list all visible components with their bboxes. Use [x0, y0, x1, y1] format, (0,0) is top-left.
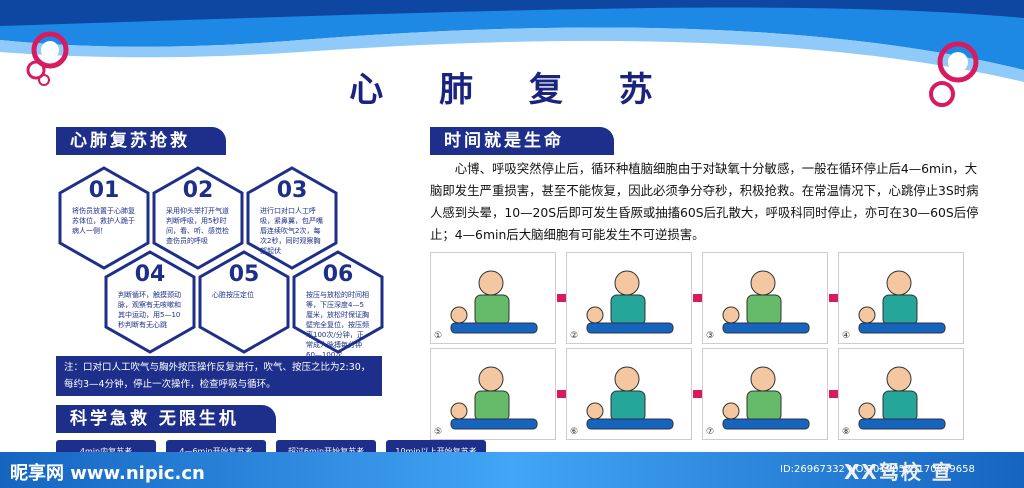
panel-step-number: ⑦: [706, 427, 715, 437]
step-hexagon-2: 02 采用仰头举打开气道判断呼吸，用5秒时间，看、听、感觉检查伤员的呼吸: [152, 166, 244, 270]
step-text: 判断循环，触摸颈动脉，观察有无咳嗽和其中运动，用5—10秒判断有无心跳: [118, 291, 181, 329]
panel-step-number: ④: [842, 331, 851, 341]
figure-drawing: [722, 366, 810, 430]
step-number: 05: [228, 262, 260, 287]
stat-line1: 10min以上开始复苏者: [386, 445, 486, 458]
step-number: 04: [134, 262, 166, 287]
panel-step-number: ③: [706, 331, 715, 341]
step-hexagon-3: 03 进行口对口人工呼吸，紧鼻翼，包严嘴唇连续吹气2次，每次2秒，同时观察胸部起伏: [246, 166, 338, 270]
step-hexagon-5: 05 心脏按压定位: [198, 250, 290, 354]
cpr-illustration-panel-8: ⑧: [838, 348, 964, 440]
step-text: 采用仰头举打开气道判断呼吸，用5秒时间，看、听、感觉检查伤员的呼吸: [166, 207, 229, 245]
cpr-illustration-panel-2: ②: [566, 252, 692, 344]
step-number: 01: [88, 178, 120, 203]
figure-drawing: [722, 270, 810, 334]
stat-line1: 4min内复苏者: [56, 445, 156, 458]
step-text: 按压与放松的时间相等，下压深度4—5厘米，放松时保证胸壁完全复位，按压频率100…: [306, 291, 369, 359]
panel-step-number: ①: [434, 331, 443, 341]
step-number: 03: [276, 178, 308, 203]
panel-step-number: ⑧: [842, 427, 851, 437]
step-number: 06: [322, 262, 354, 287]
figure-drawing: [450, 270, 538, 334]
figure-drawing: [586, 270, 674, 334]
section-heading-cpr-rescue: 心肺复苏抢救: [56, 127, 226, 155]
figure-drawing: [586, 366, 674, 430]
panel-step-number: ②: [570, 331, 579, 341]
step-text: 进行口对口人工呼吸，紧鼻翼，包严嘴唇连续吹气2次，每次2秒，同时观察胸部起伏: [260, 207, 323, 255]
step-text: 心脏按压定位: [212, 291, 254, 299]
bubble-decoration-left: [26, 31, 69, 86]
section-heading-time-is-life: 时间就是生命: [430, 127, 614, 155]
cpr-illustration-panel-1: ①: [430, 252, 556, 344]
cpr-illustration-panel-6: ⑥: [566, 348, 692, 440]
step-hexagon-1: 01 将伤员放置于心肺复苏体位，救护人跪于病人一侧！: [58, 166, 150, 270]
stat-line1: 4—6min开始复苏者: [166, 445, 266, 458]
panel-step-number: ⑤: [434, 427, 443, 437]
watermark-left: 昵享网 www.nipic.cn: [10, 463, 205, 484]
step-text: 将伤员放置于心肺复苏体位，救护人跪于病人一侧！: [72, 207, 135, 235]
step-hexagon-4: 04 判断循环，触摸颈动脉，观察有无咳嗽和其中运动，用5—10秒判断有无心跳: [104, 250, 196, 354]
cpr-illustration-panel-3: ③: [702, 252, 828, 344]
page-title: 心 肺 复 苏: [349, 70, 675, 110]
operation-note: 注：口对口人工吹气与胸外按压操作反复进行，吹气、按压之比为2:30，每约3—4分…: [56, 356, 382, 396]
time-is-life-paragraph: 心博、呼吸突然停止后，循环种植脑细胞由于对缺氧十分敏感，一般在循环停止后4—6m…: [430, 161, 979, 242]
step-number: 02: [182, 178, 214, 203]
watermark-right: ID:26967332 NO:20190525170049658: [780, 464, 975, 475]
figure-drawing: [450, 366, 538, 430]
stat-line1: 超过6min开始复苏者: [276, 445, 376, 458]
header-wave-decoration: [0, 0, 1024, 82]
panel-step-number: ⑥: [570, 427, 579, 437]
figure-drawing: [858, 366, 946, 430]
step-hexagon-6: 06 按压与放松的时间相等，下压深度4—5厘米，放松时保证胸壁完全复位，按压频率1…: [292, 250, 384, 359]
footer-band: [0, 452, 1024, 488]
cpr-illustration-panel-5: ⑤: [430, 348, 556, 440]
cpr-illustration-panel-7: ⑦: [702, 348, 828, 440]
footer-brand: XX驾校 宣: [844, 460, 954, 484]
section-heading-science-rescue: 科学急救 无限生机: [56, 405, 276, 433]
figure-drawing: [858, 270, 946, 334]
cpr-illustration-panel-4: ④: [838, 252, 964, 344]
bubble-decoration-right: [929, 41, 979, 107]
